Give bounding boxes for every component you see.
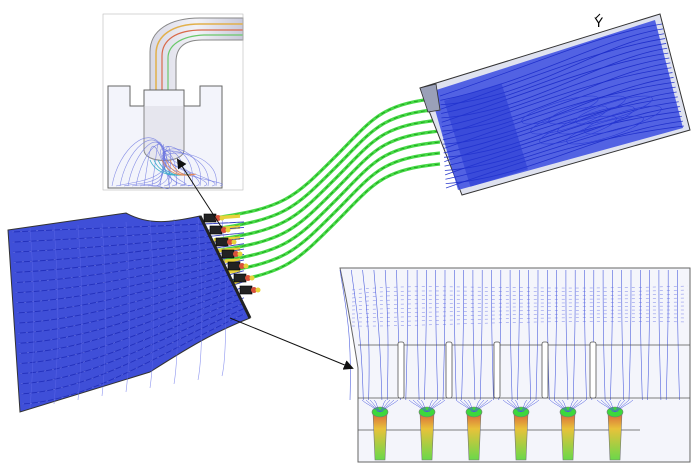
outlet-plenum — [419, 13, 691, 196]
slot-outlet-tube — [607, 411, 623, 461]
slot-outlet-tube — [372, 411, 388, 461]
header-stub — [215, 237, 229, 247]
inset-pipe-detail — [102, 13, 244, 191]
callout-arrows — [176, 158, 354, 370]
slot-outlet-tube — [419, 411, 435, 461]
inset-slot-detail — [339, 267, 691, 463]
tube-bundle-streamlines — [213, 96, 441, 286]
header-stub — [209, 225, 223, 235]
header-stub — [227, 261, 241, 271]
y-axis-label: Y — [594, 14, 604, 30]
inlet-header-stubs — [203, 213, 261, 295]
header-stub — [239, 285, 253, 295]
header-stub — [221, 249, 235, 259]
inlet-plenum — [7, 212, 252, 413]
slot-outlet-tube — [513, 411, 529, 461]
slot-outlet-tube — [466, 411, 482, 461]
header-stub — [233, 273, 247, 283]
slot-outlet-tube — [560, 411, 576, 461]
